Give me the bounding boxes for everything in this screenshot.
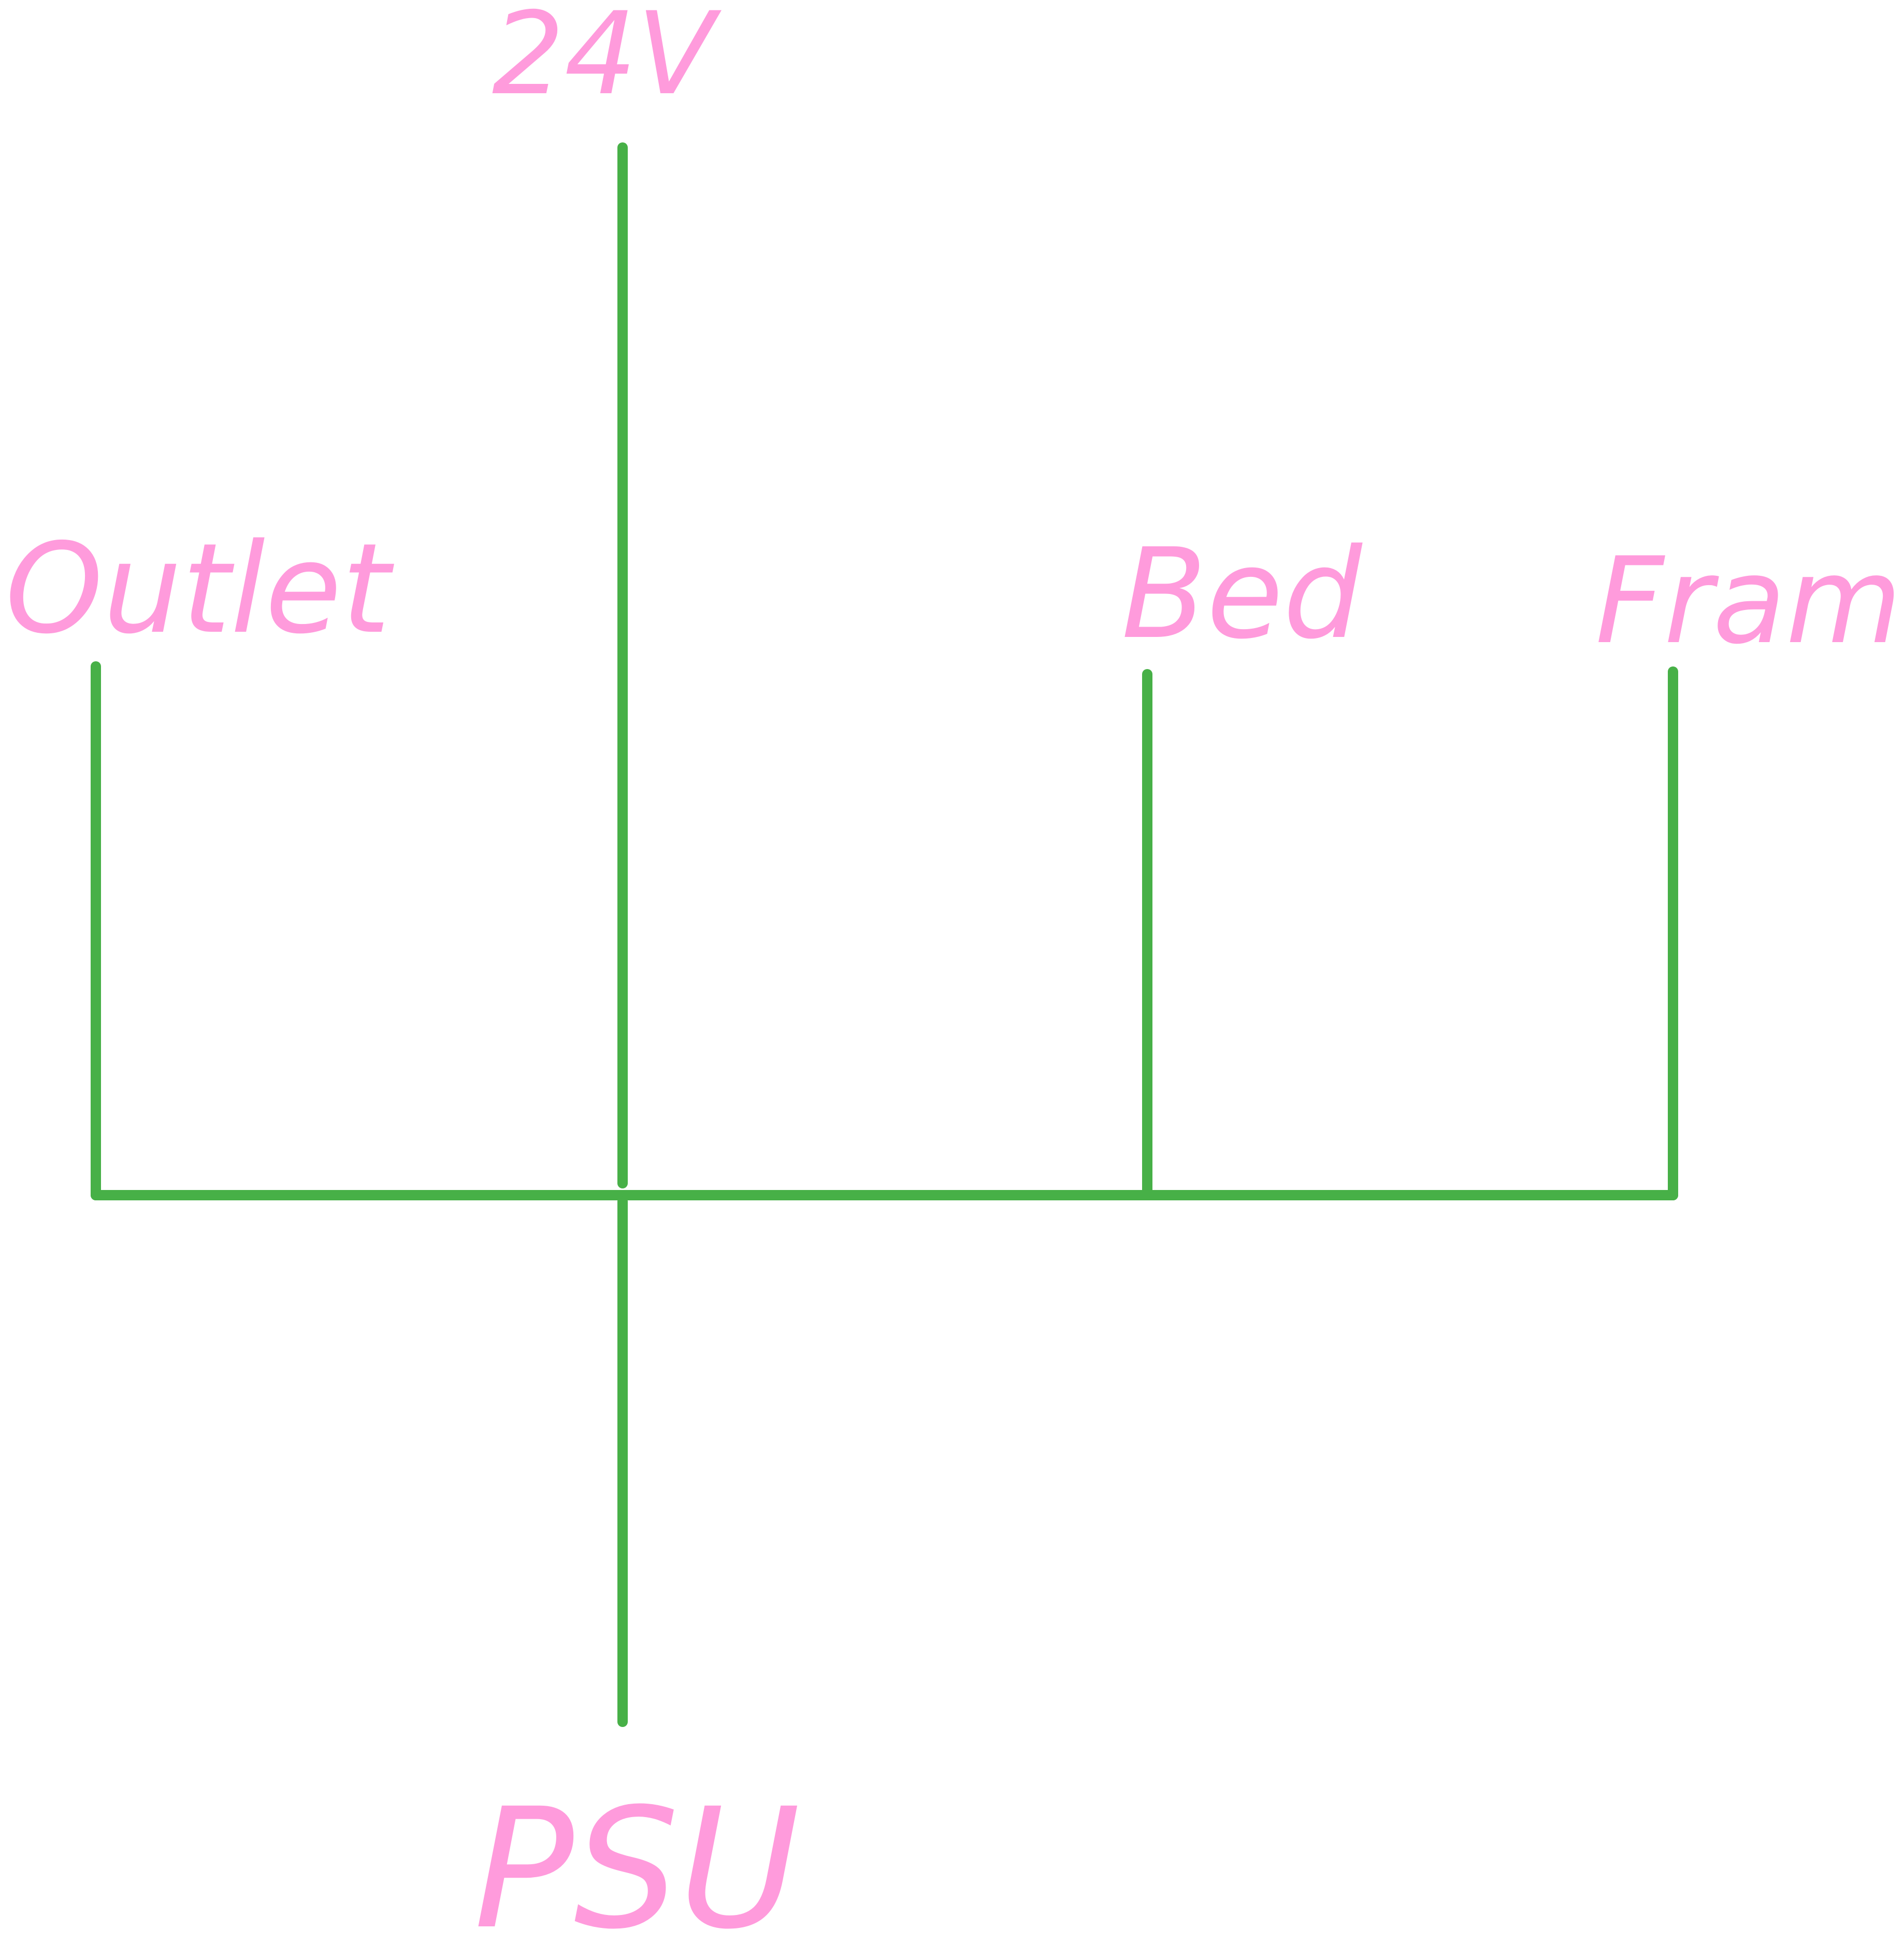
frame-label: Frame	[1595, 532, 1904, 671]
bottom-label: PSU	[474, 1773, 800, 1945]
labels: 24V Outlet Bed Frame PSU	[5, 0, 1904, 1945]
outlet-label: Outlet	[5, 516, 394, 661]
bed-label: Bed	[1121, 521, 1363, 666]
wires	[91, 142, 1678, 1727]
top-label: 24V	[492, 0, 722, 120]
